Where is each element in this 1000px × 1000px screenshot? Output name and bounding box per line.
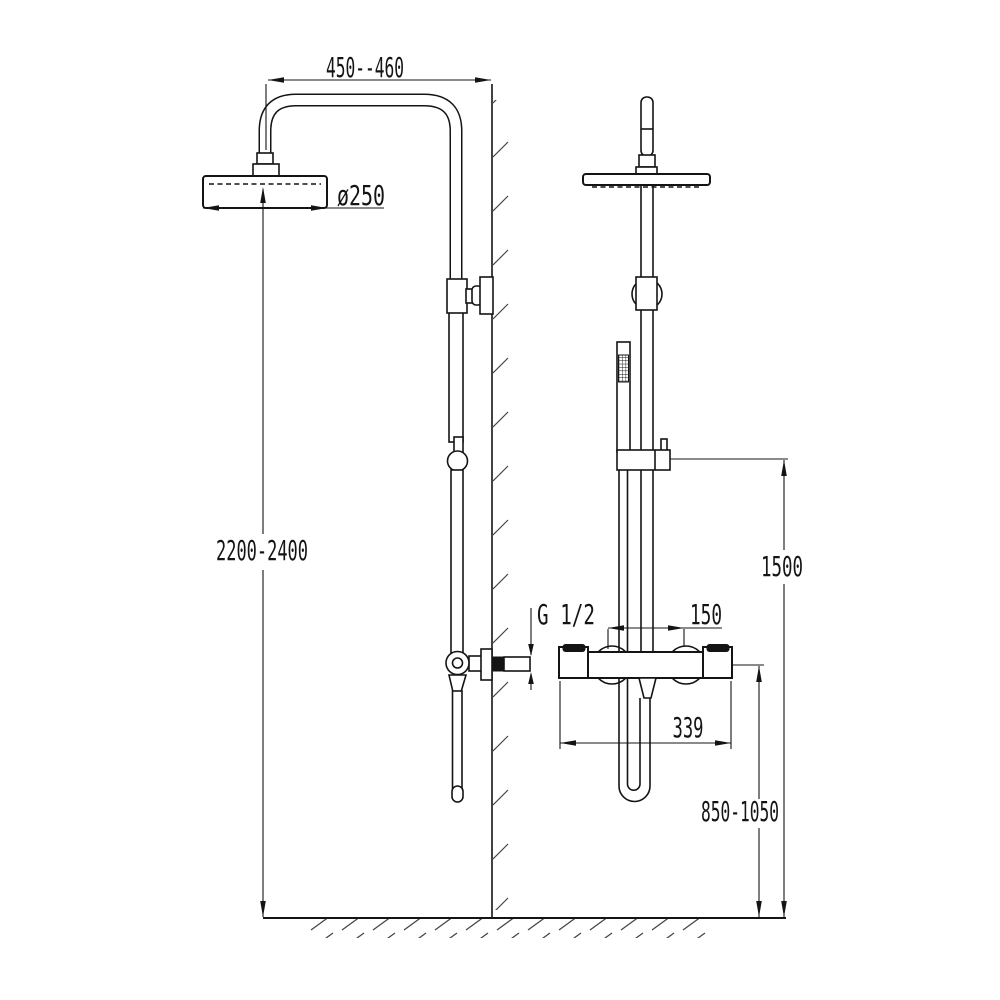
wall-flange-side (480, 648, 493, 681)
hand-shower-spray-face (618, 354, 629, 383)
dim-wall-thread-label: G 1/2 (537, 598, 595, 631)
slider-ball-side (446, 450, 469, 472)
side-view (202, 93, 531, 803)
dim-total-height-label: 2200-2400 (216, 534, 308, 567)
dim-holder-height: 1500 (670, 458, 803, 917)
dim-mixer-height: 850-1050 (701, 664, 779, 917)
supply-stub (503, 656, 531, 672)
hose-outer-front (618, 470, 651, 803)
dim-total-height: 2200-2400 (216, 187, 308, 917)
shower-head-side (202, 175, 328, 209)
dim-inlet-spacing-label: 150 (690, 598, 722, 631)
mixer-right-cap (706, 644, 730, 652)
dim-wall-thread: G 1/2 (528, 598, 595, 690)
arm-end-front (640, 96, 654, 157)
ground-hatching (308, 919, 708, 938)
ball-collar-front (635, 276, 658, 311)
riser-pipe-front (640, 183, 654, 653)
dim-arm-reach: 450--460 (265, 51, 491, 150)
valve-connector-side (468, 655, 483, 672)
mixer-outlet-cone (637, 677, 658, 699)
wall-thread-block (491, 656, 505, 672)
dim-mixer-length-label: 339 (673, 711, 704, 744)
lower-pipe-side (450, 469, 464, 654)
riser-pipe-side (448, 309, 464, 443)
valve-center-side (451, 657, 464, 669)
mixer-left-cap (562, 644, 586, 652)
slider-bracket-front (616, 449, 671, 471)
dim-head-diameter-label: ø250 (337, 179, 385, 212)
dim-inlet-spacing: 150 (607, 598, 722, 649)
wall-section (491, 84, 509, 918)
front-view (558, 96, 733, 803)
head-fitting-front (638, 154, 656, 168)
shower-arm-inner (260, 95, 461, 292)
bracket-wallplate-side (479, 276, 494, 315)
dim-arm-reach-label: 450--460 (326, 51, 404, 84)
dim-head-diameter: ø250 (203, 179, 385, 212)
dimension-annotations: 450--460 ø250 2200-2400 G 1/2 (203, 51, 803, 917)
wall-hatching (493, 100, 509, 910)
head-fitting-lower-side (252, 163, 280, 177)
hose-inner-front (626, 470, 641, 792)
dim-mixer-length: 339 (559, 681, 732, 749)
shower-head-front (582, 173, 711, 186)
dim-mixer-height-label: 850-1050 (701, 795, 779, 828)
ground (263, 917, 786, 938)
wall-bracket-side (446, 278, 468, 314)
hose-tip-side (451, 785, 464, 803)
hose-side (451, 690, 463, 789)
head-fitting-upper-side (256, 152, 274, 165)
dim-holder-height-label: 1500 (761, 550, 803, 583)
hose-taper-side (447, 674, 468, 693)
